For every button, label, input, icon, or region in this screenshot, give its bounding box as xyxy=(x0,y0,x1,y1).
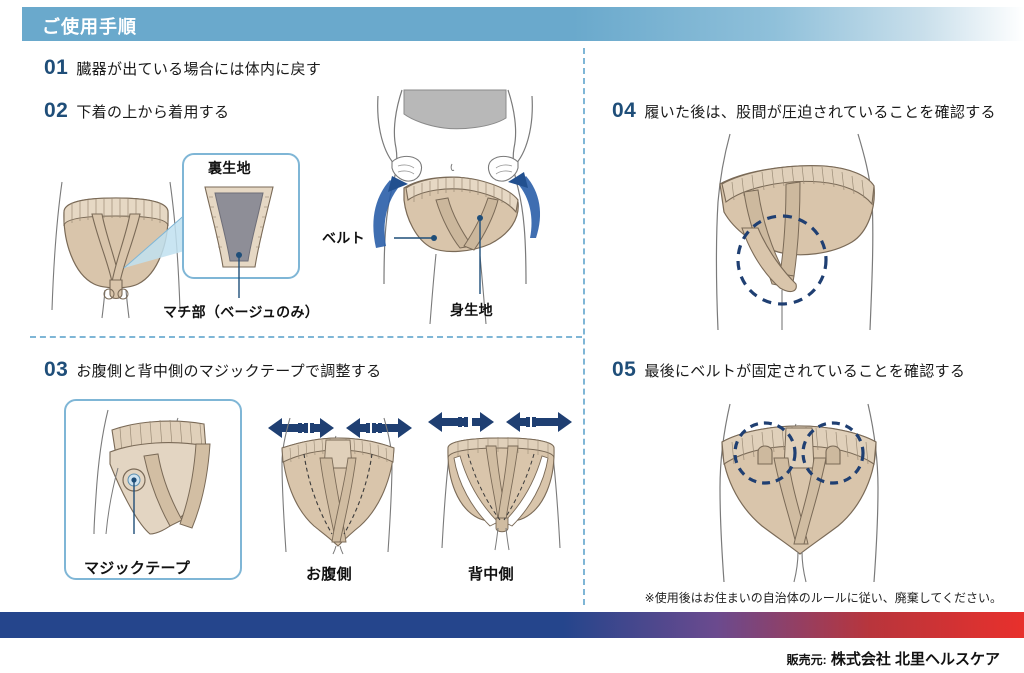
label-back-side: 背中側 xyxy=(468,566,514,583)
step-02-number: 02 xyxy=(44,99,69,122)
label-body-fabric: 身生地 xyxy=(450,302,493,318)
divider-horizontal xyxy=(30,336,582,338)
divider-vertical xyxy=(583,48,585,605)
step-01-text: 臓器が出ている場合には体内に戻す xyxy=(76,61,322,78)
step-01-number: 01 xyxy=(44,56,69,79)
disposal-note: ※使用後はお住まいの自治体のルールに従い、廃棄してください。 xyxy=(644,591,1002,605)
figure-lining-detail xyxy=(197,183,281,298)
label-lining: 裏生地 xyxy=(208,160,251,176)
figure-rear-view xyxy=(42,170,192,320)
step-02-text: 下着の上から着用する xyxy=(76,104,230,121)
step-05-text: 最後にベルトが固定されていることを確認する xyxy=(644,363,966,380)
step-05-number: 05 xyxy=(612,358,637,381)
step-04-heading: 04 履いた後は、股間が圧迫されていることを確認する xyxy=(612,99,996,123)
label-gusset: マチ部（ベージュのみ） xyxy=(163,304,320,320)
step-02-heading: 02 下着の上から着用する xyxy=(44,99,229,123)
figure-front-adjust xyxy=(260,404,420,555)
seller-line: 販売元: 株式会社 北里ヘルスケア xyxy=(787,648,1000,669)
seller-name: 株式会社 北里ヘルスケア xyxy=(830,651,1000,668)
footer-color-bar xyxy=(0,612,1024,638)
figure-putting-on xyxy=(340,88,570,328)
figure-back-adjust xyxy=(424,400,584,551)
step-05-heading: 05 最後にベルトが固定されていることを確認する xyxy=(612,358,965,382)
page-title: ご使用手順 xyxy=(42,17,137,37)
step-04-text: 履いた後は、股間が圧迫されていることを確認する xyxy=(644,104,996,121)
figure-front-belt-check xyxy=(690,398,910,583)
figure-worn-side-view xyxy=(672,132,922,332)
step-03-heading: 03 お腹側と背中側のマジックテープで調整する xyxy=(44,358,381,382)
label-front-side: お腹側 xyxy=(306,566,352,583)
header-bar xyxy=(22,7,1024,41)
callout-cone xyxy=(118,210,198,280)
label-belt: ベルト xyxy=(322,230,365,246)
step-03-number: 03 xyxy=(44,358,69,381)
step-04-number: 04 xyxy=(612,99,637,122)
label-hook-and-loop: マジックテープ xyxy=(84,560,191,577)
seller-label: 販売元: xyxy=(786,653,827,667)
step-01-heading: 01 臓器が出ている場合には体内に戻す xyxy=(44,56,321,80)
figure-hook-and-loop-detail xyxy=(78,408,228,538)
step-03-text: お腹側と背中側のマジックテープで調整する xyxy=(76,363,382,380)
